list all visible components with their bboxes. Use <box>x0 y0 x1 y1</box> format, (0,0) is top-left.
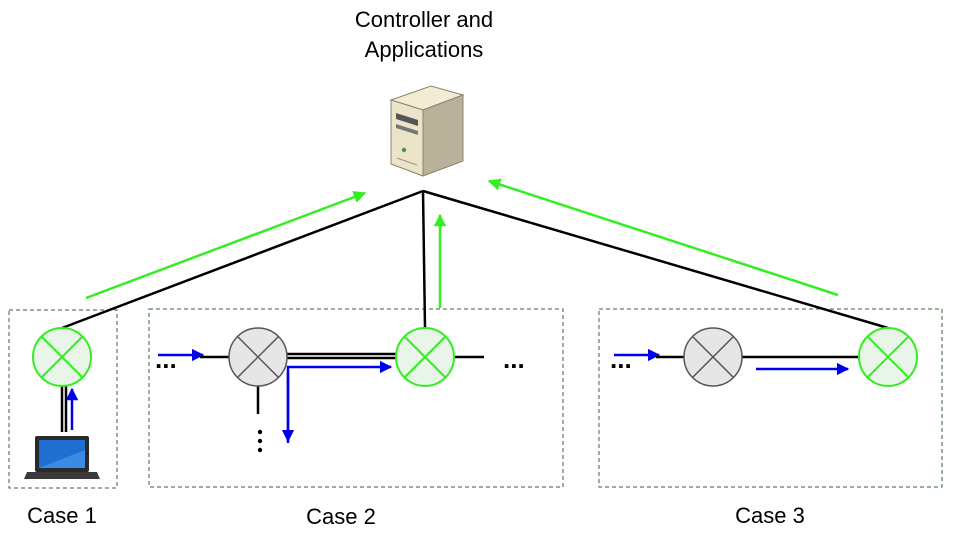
control-link-case-1 <box>61 189 424 330</box>
ellipsis-icon: ... <box>155 344 177 374</box>
switch-icon <box>32 327 92 387</box>
case-2-label: Case 2 <box>306 504 376 529</box>
case-3-box <box>598 308 943 488</box>
ellipsis-icon: ... <box>503 344 525 374</box>
control-link-case-2 <box>421 190 427 329</box>
switch-icon <box>683 327 743 387</box>
switch-icon <box>858 327 918 387</box>
control-link-case-3 <box>422 189 889 330</box>
controller-title: Controller and <box>354 7 494 32</box>
controller-message-arrow-case-3 <box>487 178 839 297</box>
server-icon <box>389 85 465 177</box>
case-1-label: Case 1 <box>27 503 97 528</box>
ellipsis-icon <box>257 429 263 453</box>
switch-icon <box>228 327 288 387</box>
laptop-icon <box>24 436 100 479</box>
ellipsis-icon: ... <box>610 344 632 374</box>
case-3-label: Case 3 <box>735 503 805 528</box>
controller-subtitle: Applications <box>364 37 484 62</box>
controller-message-arrow-case-1 <box>85 191 367 300</box>
switch-icon <box>395 327 455 387</box>
case-1-box <box>8 309 118 489</box>
case-2-box <box>148 308 564 488</box>
packet-arrow-case-2-forward <box>286 360 393 443</box>
